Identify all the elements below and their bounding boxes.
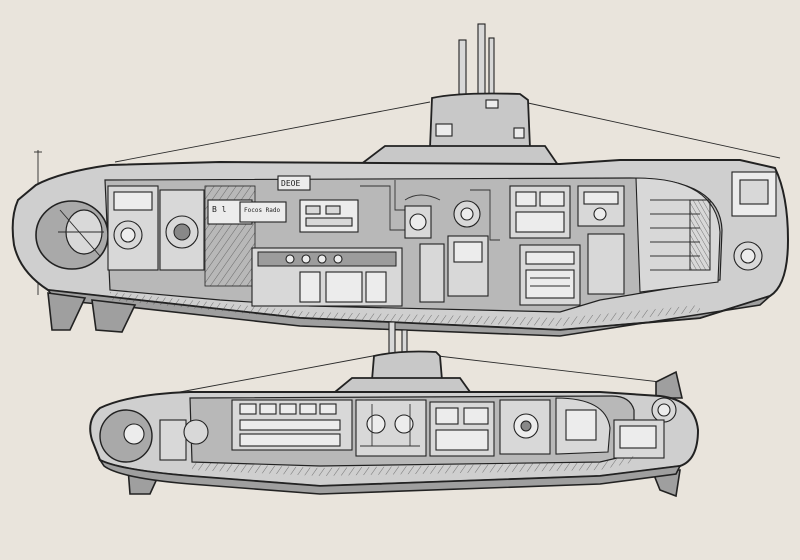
upper-antenna-wire-fore <box>114 101 431 163</box>
lower-keel <box>97 457 682 495</box>
lower-machinery <box>355 399 427 457</box>
upper-bow-fin-2 <box>91 299 137 333</box>
lower-sail <box>371 350 443 381</box>
lower-sail-base <box>332 377 472 393</box>
upper-antenna-wire-aft <box>527 102 781 159</box>
upper-mast-3 <box>488 37 495 95</box>
lower-tail-fin-top <box>655 370 684 399</box>
upper-bow-fin <box>47 292 87 331</box>
upper-mast-2 <box>477 23 486 95</box>
upper-label-box <box>277 175 311 191</box>
lower-antenna-wire-fore <box>179 354 379 393</box>
upper-label-box-text: DEOE <box>281 179 300 188</box>
lower-torpedo-tube <box>183 419 209 445</box>
upper-sail <box>429 92 531 149</box>
lower-mast-1 <box>388 321 396 357</box>
upper-valve-unit <box>404 205 432 239</box>
upper-mast-1 <box>458 39 467 95</box>
upper-panel-label-right: Focos Rado <box>244 207 281 214</box>
upper-control-board: B l Focos Rado <box>207 199 287 225</box>
lower-antenna-wire-aft <box>437 355 661 383</box>
upper-submarine: B l Focos Rado DEOE <box>11 23 790 337</box>
upper-panel-label-left: B l <box>212 205 227 214</box>
lower-submarine <box>89 321 700 498</box>
